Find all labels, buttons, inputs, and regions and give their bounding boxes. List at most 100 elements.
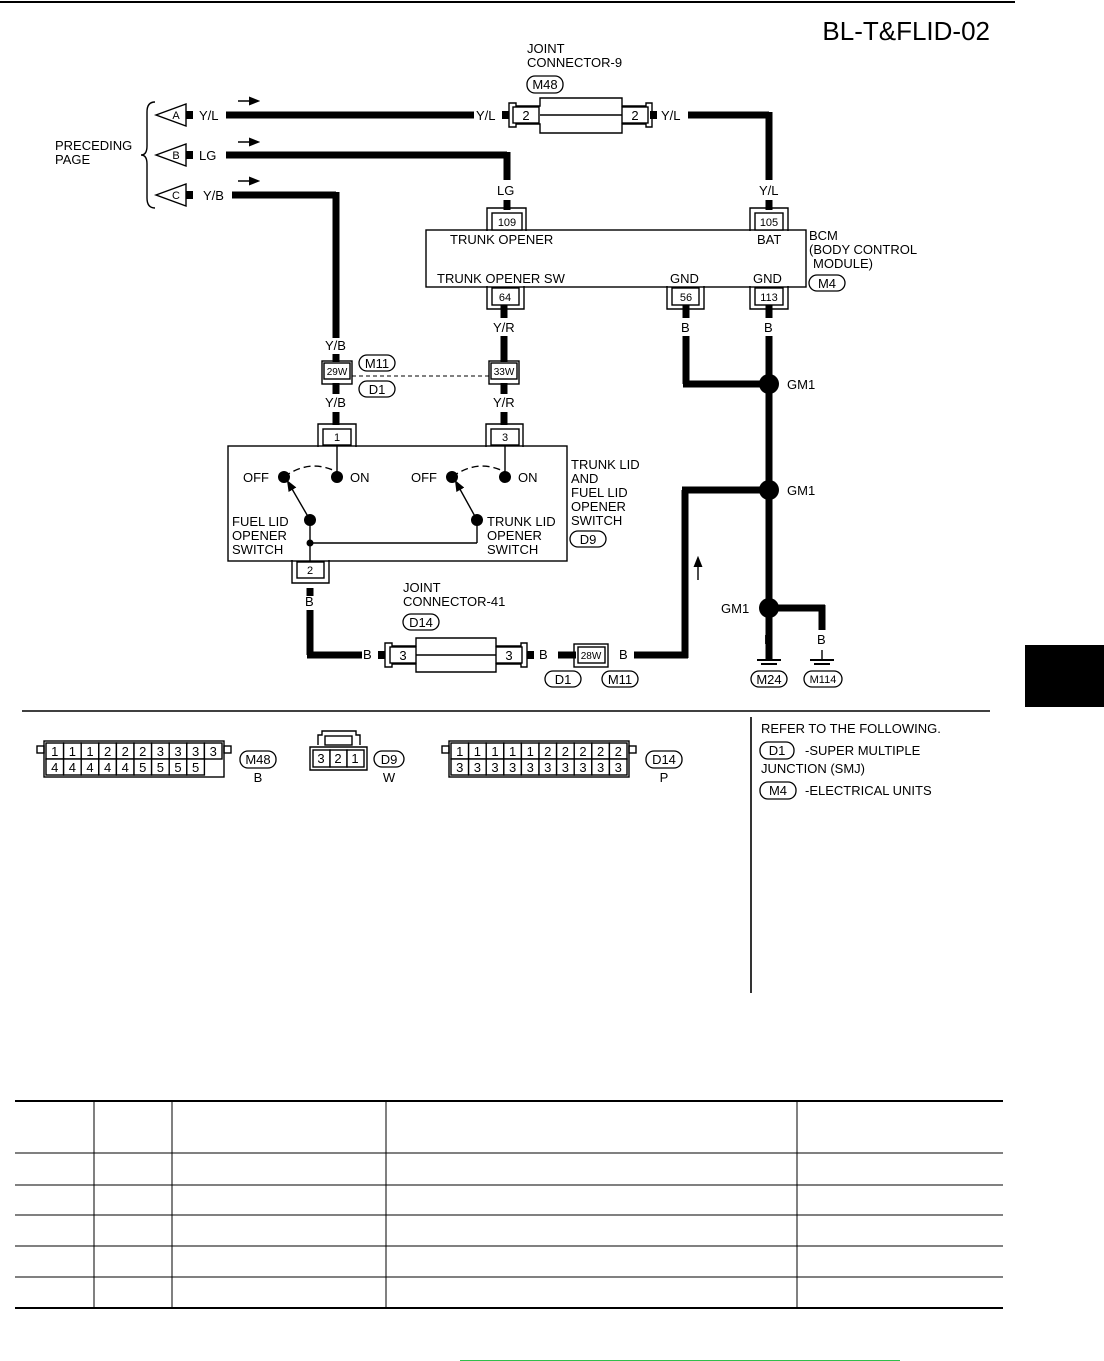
d14-top-pin: 1 xyxy=(474,744,481,759)
joint9-pin-right: 2 xyxy=(631,108,638,123)
bcm-pin-64: 64 xyxy=(499,292,511,304)
joint41-pin-right: 3 xyxy=(505,648,512,663)
m48-color: B xyxy=(254,770,263,785)
joint9-pin-left: 2 xyxy=(522,108,529,123)
m48-top-pin: 1 xyxy=(69,744,76,759)
d14-bottom-pin: 3 xyxy=(597,760,604,775)
wire-yb-top: Y/B xyxy=(325,338,346,353)
bcm-pin-105: 105 xyxy=(760,217,778,229)
bcm-wire-yl: Y/L xyxy=(759,183,779,198)
connector-face-d9: 3 2 1 D9 W xyxy=(309,730,405,785)
switch-on-left: ON xyxy=(350,470,370,485)
gm1-label-3: GM1 xyxy=(721,601,749,616)
d14-color: P xyxy=(660,770,669,785)
switch-name-5: SWITCH xyxy=(571,513,622,528)
d14-code: D14 xyxy=(652,752,676,767)
d14-top-pin: 1 xyxy=(491,744,498,759)
d9-color: W xyxy=(383,770,396,785)
refer-m4-text: -ELECTRICAL UNITS xyxy=(805,783,932,798)
switch-pin-1: 1 xyxy=(334,432,340,444)
fuel-lid-3: SWITCH xyxy=(232,542,283,557)
m48-bottom-pin: 5 xyxy=(192,760,199,775)
d14-top-pin: 1 xyxy=(456,744,463,759)
joint41-title-1: JOINT xyxy=(403,580,441,595)
gm1-label-1: GM1 xyxy=(787,377,815,392)
wire-c-color: Y/B xyxy=(203,188,224,203)
wire-64-color: Y/R xyxy=(493,320,515,335)
connector-b-label: B xyxy=(172,150,179,162)
connector-d1-bottom: D1 xyxy=(555,672,572,687)
switch-pin-3: 3 xyxy=(502,432,508,444)
d9-pin-1: 1 xyxy=(351,751,358,766)
m48-bottom-pin: 4 xyxy=(51,760,58,775)
preceding-page: PRECEDING PAGE A B C Y/L LG Y/B xyxy=(55,96,261,209)
m48-bottom-pin: 4 xyxy=(122,760,129,775)
m48-bottom-pin: 5 xyxy=(157,760,164,775)
switch-name-1: TRUNK LID xyxy=(571,457,640,472)
joint9-title-1: JOINT xyxy=(527,41,565,56)
d14-bottom-pin: 3 xyxy=(456,760,463,775)
ground-m114: M114 xyxy=(810,674,837,686)
joint9-code: M48 xyxy=(532,77,557,92)
d9-code: D9 xyxy=(381,752,398,767)
wire-113-color: B xyxy=(764,320,773,335)
refer-section: REFER TO THE FOLLOWING. D1 -SUPER MULTIP… xyxy=(759,721,941,800)
d14-bottom-pin: 3 xyxy=(562,760,569,775)
m48-bottom-pin: 4 xyxy=(69,760,76,775)
d14-top-pin: 2 xyxy=(544,744,551,759)
joint41-wire-left: B xyxy=(363,647,372,662)
wire-a-color: Y/L xyxy=(199,108,219,123)
bcm-gnd-2: GND xyxy=(753,271,782,286)
refer-d1-code: D1 xyxy=(769,743,786,758)
bcm-name-3: MODULE) xyxy=(813,256,873,271)
ground-wire-2: B xyxy=(817,632,826,647)
trunk-lid-3: SWITCH xyxy=(487,542,538,557)
empty-table xyxy=(15,1100,1003,1309)
m48-top-pin: 3 xyxy=(192,744,199,759)
joint9-wire-right: Y/L xyxy=(661,108,681,123)
gm1-label-2: GM1 xyxy=(787,483,815,498)
d14-bottom-pin: 3 xyxy=(527,760,534,775)
d14-bottom-pin: 3 xyxy=(615,760,622,775)
trunk-lid-1: TRUNK LID xyxy=(487,514,556,529)
joint9-code-pill xyxy=(526,75,564,94)
bcm-module: LG Y/L 109 105 TRUNK OPENER BAT TRUNK OP… xyxy=(425,183,917,335)
d14-top-pin: 2 xyxy=(562,744,569,759)
refer-d1-text-1: -SUPER MULTIPLE xyxy=(805,743,921,758)
joint41-code: D14 xyxy=(409,615,433,630)
wires xyxy=(226,111,826,660)
m48-top-pin: 2 xyxy=(122,744,129,759)
joint9-wire-left: Y/L xyxy=(476,108,496,123)
bcm-code: M4 xyxy=(818,276,836,291)
d14-bottom-pin: 3 xyxy=(544,760,551,775)
m48-top-pin: 1 xyxy=(51,744,58,759)
preceding-label-1: PRECEDING xyxy=(55,138,132,153)
connector-m11-top: M11 xyxy=(365,356,389,371)
d14-top-pin: 1 xyxy=(509,744,516,759)
connector-33w: 33W xyxy=(494,367,515,378)
d14-top-pin: 2 xyxy=(579,744,586,759)
wire-yr-bottom: Y/R xyxy=(493,395,515,410)
switch-off-right: OFF xyxy=(411,470,437,485)
ground-points: GM1 GM1 GM1 B B M24 M114 xyxy=(721,374,843,688)
switch-on-right: ON xyxy=(518,470,538,485)
bcm-name-1: BCM xyxy=(809,228,838,243)
preceding-label-2: PAGE xyxy=(55,152,90,167)
bcm-pin-56: 56 xyxy=(680,292,692,304)
switch-name-4: OPENER xyxy=(571,499,626,514)
joint-connector-9: JOINT CONNECTOR-9 M48 Y/L Y/L 2 2 xyxy=(476,41,681,134)
wire-yb-bottom: Y/B xyxy=(325,395,346,410)
d14-bottom-cell xyxy=(608,758,628,776)
inline-connectors: Y/B 29W 33W M11 D1 Y/B Y/R xyxy=(321,338,520,410)
m48-code: M48 xyxy=(245,752,270,767)
wire-switch-b: B xyxy=(305,594,314,609)
bcm-wire-lg: LG xyxy=(497,183,514,198)
fuel-lid-1: FUEL LID xyxy=(232,514,289,529)
d9-pin-3: 3 xyxy=(317,751,324,766)
switch-name-2: AND xyxy=(571,471,598,486)
m48-top-pin: 2 xyxy=(139,744,146,759)
trunk-lid-2: OPENER xyxy=(487,528,542,543)
m48-bottom-cell xyxy=(186,758,206,776)
m48-bottom-pin: 5 xyxy=(174,760,181,775)
